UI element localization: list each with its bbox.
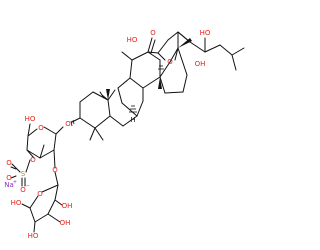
glycoside-oxygen-label: O	[65, 120, 71, 128]
glycoside-link-bonds	[55, 117, 81, 135]
sodium-charge-label: +	[13, 180, 17, 186]
hydroxyl-label-c20: OH	[195, 60, 206, 68]
lactone-carbonyl-oxygen-label: O	[150, 29, 156, 37]
molecule-canvas: HO OH HO O O H O O HO O S O O O − O O OH…	[4, 29, 245, 240]
ring-c-bonds	[121, 51, 161, 89]
sugar-2-hydroxyl-label-d: HO	[11, 199, 22, 207]
sugar-2-bonds	[21, 149, 63, 233]
sulfate-bonds	[10, 149, 35, 187]
sodium-label: Na	[4, 181, 14, 189]
sugar-1-bonds	[26, 123, 57, 159]
interglycosidic-oxygen-label: O	[52, 166, 58, 174]
sulfate-charge-label: −	[26, 184, 30, 190]
sugar-1-hydroxyl-label: HO	[25, 115, 36, 123]
sulfur-label: S	[21, 170, 26, 178]
ring-a-bonds	[79, 91, 111, 141]
sugar-1-ring-oxygen-label: O	[38, 124, 44, 132]
sulfate-anion-oxygen-label: O	[20, 186, 26, 194]
atom-labels: HO OH HO O O H O O HO O S O O O − O O OH…	[4, 29, 211, 240]
hydroxyl-label-top: HO	[200, 29, 211, 37]
stereo-bonds	[70, 38, 192, 127]
sulfate-link-oxygen-label: O	[30, 156, 36, 164]
sugar-2-hydroxyl-label-a: OH	[62, 202, 73, 210]
sugar-2-hydroxyl-label-c: HO	[28, 232, 39, 240]
sugar-2-ring-oxygen-label: O	[37, 190, 43, 198]
lactone-ring-bonds	[147, 31, 191, 61]
side-chain-bonds	[177, 31, 245, 71]
hydroxyl-label-c12: HO	[127, 36, 138, 44]
hydrogen-label-c9: H	[130, 116, 135, 124]
sulfate-oxygen-a-label: O	[6, 159, 12, 167]
lactone-ring-oxygen-label: O	[167, 58, 173, 66]
sulfate-oxygen-b-label: O	[6, 174, 12, 182]
ring-d-bonds	[159, 47, 188, 94]
molecule-diagram: HO OH HO O O H O O HO O S O O O − O O OH…	[4, 29, 245, 240]
sugar-2-hydroxyl-label-b: OH	[60, 219, 71, 227]
